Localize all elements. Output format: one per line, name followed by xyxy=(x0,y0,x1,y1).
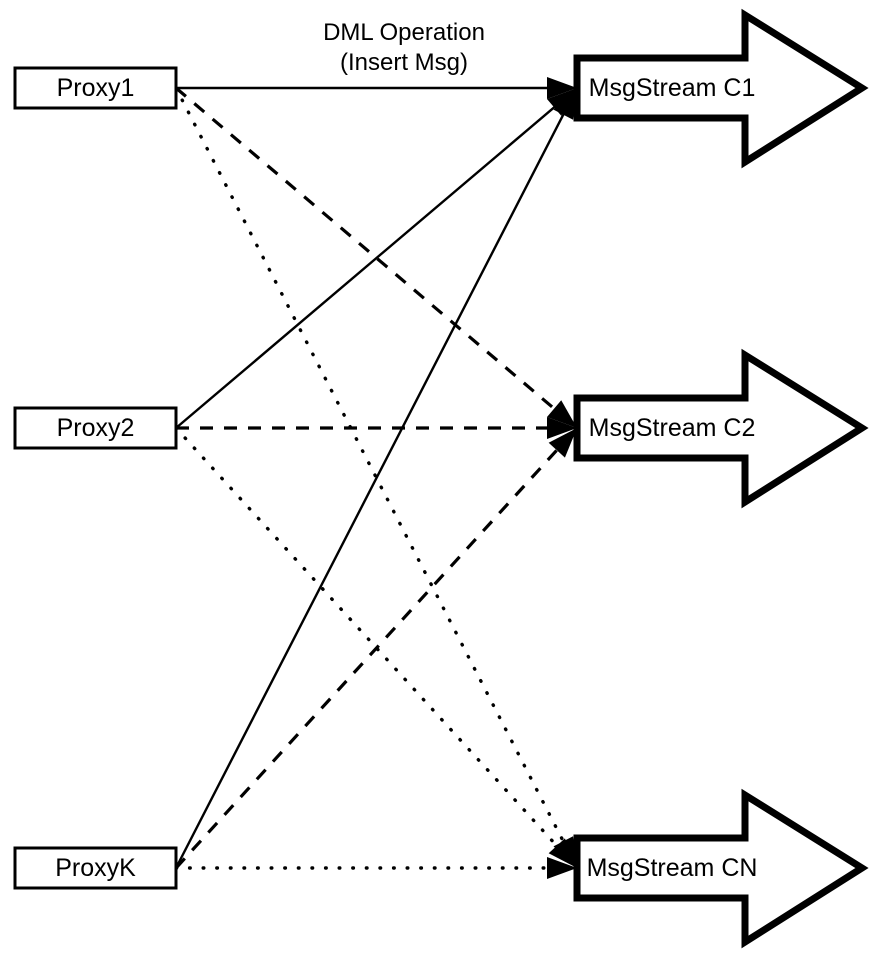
proxy-node-proxy1[interactable]: Proxy1 xyxy=(13,66,178,110)
connection-proxyK-c1[interactable] xyxy=(174,106,569,869)
proxy-box-proxy1 xyxy=(13,66,178,110)
proxy-box-proxy2 xyxy=(13,406,178,450)
arrowhead-proxyK-c1 xyxy=(553,88,577,120)
msgstream-c2[interactable]: MsgStream C2 xyxy=(573,348,869,509)
arrowhead-proxyK-cn xyxy=(547,857,577,879)
proxy-node-proxy2[interactable]: Proxy2 xyxy=(13,406,178,450)
proxy-label-proxy2: Proxy2 xyxy=(57,414,135,442)
connection-proxy2-c1[interactable] xyxy=(175,101,562,429)
edge-label-line1: DML Operation xyxy=(323,19,485,46)
proxy-box-proxyK xyxy=(13,846,178,890)
edge-label-dml-operation: DML Operation (Insert Msg) xyxy=(323,19,485,76)
arrowhead-proxy1-c2 xyxy=(547,400,577,428)
proxy-node-proxyK[interactable]: ProxyK xyxy=(13,846,178,890)
msgstream-label-c2: MsgStream C2 xyxy=(589,414,756,442)
msgstream-c1[interactable]: MsgStream C1 xyxy=(573,8,869,169)
arrowhead-proxyK-c2 xyxy=(548,428,577,458)
connections-layer xyxy=(174,86,569,870)
arrowhead-proxy2-cn xyxy=(548,838,577,868)
arrowheads-layer xyxy=(547,77,577,879)
msgstream-label-cn: MsgStream CN xyxy=(587,854,758,882)
arrowhead-proxy1-c1 xyxy=(547,77,577,99)
msgstream-label-c1: MsgStream C1 xyxy=(589,74,756,102)
edge-label-line2: (Insert Msg) xyxy=(340,49,468,76)
msgstream-shape-cn xyxy=(573,788,869,949)
msgstream-shape-c2 xyxy=(573,348,869,509)
streams-layer: MsgStream C1 MsgStream C2 MsgStream CN xyxy=(573,8,869,949)
arrowhead-proxy2-c2 xyxy=(547,417,577,439)
connection-proxy1-cn[interactable] xyxy=(174,86,569,851)
connection-proxy1-c2[interactable] xyxy=(174,86,562,416)
proxy-label-proxy1: Proxy1 xyxy=(57,74,135,102)
msgstream-cn[interactable]: MsgStream CN xyxy=(573,788,869,949)
connection-proxy2-cn[interactable] xyxy=(174,426,565,854)
connection-proxyK-c2[interactable] xyxy=(174,442,564,870)
msgstream-shape-c1 xyxy=(573,8,869,169)
proxy-label-proxyK: ProxyK xyxy=(55,854,136,882)
